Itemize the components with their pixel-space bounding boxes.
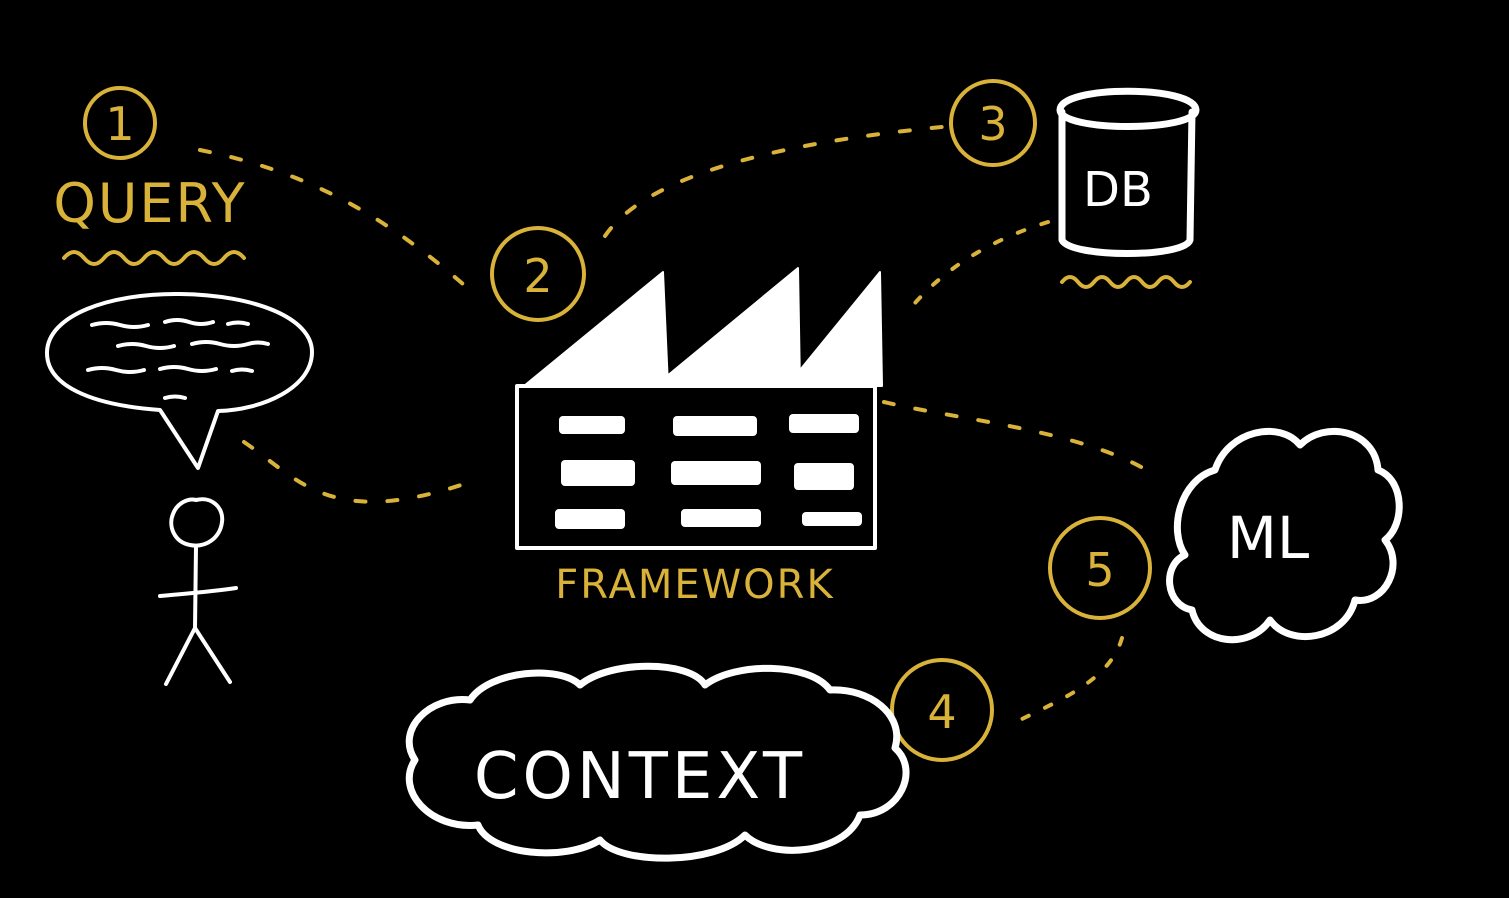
step-5-circle: [1048, 516, 1152, 620]
connector-db-to-framework: [903, 220, 1050, 317]
factory-building: [515, 384, 877, 550]
step-4-number: 4: [927, 685, 956, 739]
context-cloud: [405, 662, 910, 862]
ml-group: 5 ML: [1048, 427, 1403, 644]
person-body: [193, 544, 198, 630]
factory-windows: [555, 414, 862, 529]
person-figure: [158, 497, 238, 686]
database-label: DB: [1083, 162, 1153, 218]
ml-label: ML: [1227, 504, 1309, 572]
step-2-number: 2: [523, 249, 552, 303]
query-label: QUERY: [53, 172, 246, 235]
factory-roof-middle: [654, 267, 801, 387]
factory-roof-right: [786, 271, 883, 387]
connector-person-to-framework: [242, 440, 472, 504]
ml-cloud: [1166, 427, 1403, 644]
step-1-circle: [83, 86, 157, 160]
speech-bubble: [44, 291, 314, 470]
connector-framework-to-ml: [882, 400, 1152, 474]
step-3-circle: [949, 79, 1037, 167]
database-cylinder: [1056, 87, 1200, 257]
person-head: [169, 497, 225, 548]
framework-factory: 2 FRAMEWORK: [490, 226, 883, 608]
step-3-number: 3: [978, 97, 1007, 151]
connector-framework-to-db: [603, 124, 954, 238]
context-label: CONTEXT: [474, 740, 806, 814]
speech-bubble-text-lines: [86, 318, 270, 400]
step-4-circle: [890, 658, 994, 762]
step-2-circle: [490, 226, 586, 322]
step-1-number: 1: [105, 97, 134, 151]
user-query-group: 1 QUERY: [44, 86, 314, 686]
framework-label: FRAMEWORK: [555, 562, 834, 608]
person-right-leg: [193, 626, 232, 684]
connector-ml-to-context: [1018, 636, 1124, 722]
database-underline-squiggle: [1060, 275, 1192, 289]
query-underline-squiggle: [62, 250, 246, 266]
connector-query-to-framework: [198, 148, 474, 294]
person-arms: [158, 586, 238, 598]
step-5-number: 5: [1085, 543, 1114, 597]
context-group: 4 CONTEXT: [405, 658, 994, 862]
database-group: 3 DB: [949, 79, 1200, 289]
connectors: [198, 124, 1152, 722]
person-left-leg: [164, 626, 197, 686]
